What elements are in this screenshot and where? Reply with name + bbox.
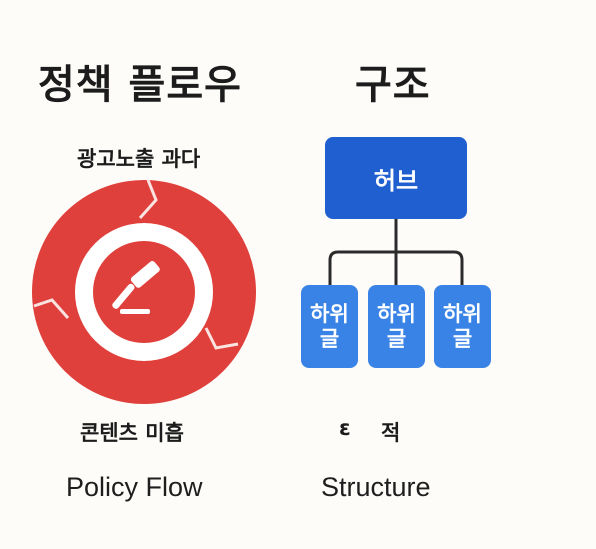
sub-node-line1: 하위 <box>443 301 482 326</box>
cycle-segment-divider <box>138 179 158 219</box>
sub-node-line1: 하위 <box>377 301 416 326</box>
sub-node: 하위 글 <box>434 285 491 368</box>
sub-node: 하위 글 <box>301 285 358 368</box>
cycle-segment-divider <box>204 327 239 350</box>
cycle-top-label: 광고노출 과다 <box>77 147 201 171</box>
tree-connectors <box>328 218 464 287</box>
cycle-center-disc <box>93 241 195 343</box>
structure-heading: 구조 <box>355 62 431 108</box>
policy-cycle-diagram <box>32 179 256 404</box>
connector-line <box>328 250 464 287</box>
sub-node: 하위 글 <box>368 285 425 368</box>
sub-node-line2: 글 <box>319 326 340 351</box>
sub-node-line1: 하위 <box>310 301 349 326</box>
structure-english-label: Structure <box>321 472 431 502</box>
hub-label: 허브 <box>373 166 419 195</box>
structure-bottom-label: 적 <box>381 421 401 445</box>
cycle-segment-divider <box>33 298 70 319</box>
hub-node: 허브 <box>325 137 467 219</box>
sub-node-line2: 글 <box>452 326 473 351</box>
sub-node-line2: 글 <box>386 326 407 351</box>
policy-flow-heading: 정책 플로우 <box>38 62 242 108</box>
policy-flow-english-label: Policy Flow <box>66 472 203 502</box>
structure-bottom-glyph: ɛ <box>339 416 351 440</box>
cycle-bottom-label: 콘텐츠 미흡 <box>80 421 184 445</box>
gavel-icon <box>112 260 160 314</box>
